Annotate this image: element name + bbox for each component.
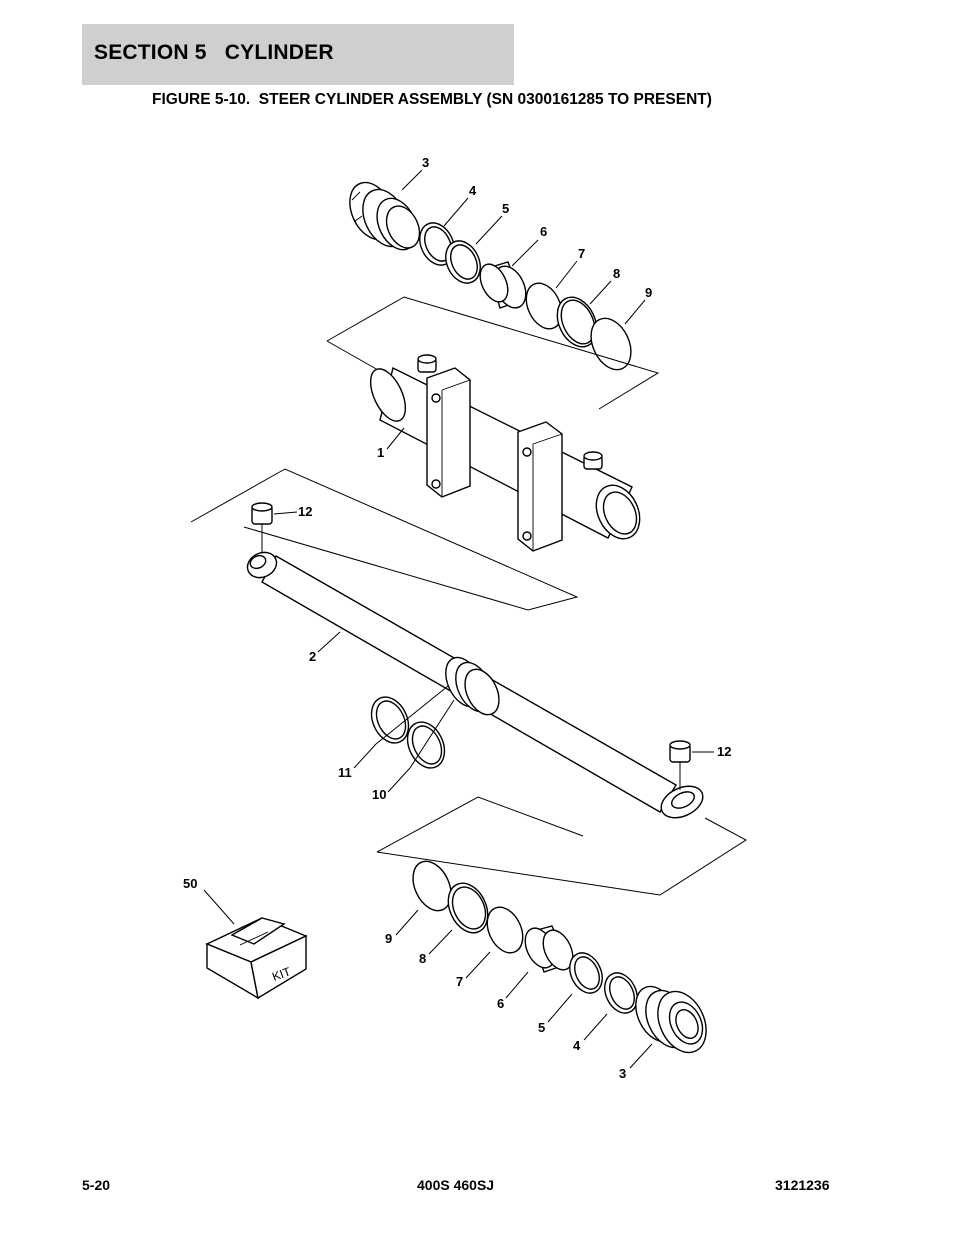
- top-ring-7: [525, 282, 563, 330]
- callout-8-top: 8: [613, 266, 620, 281]
- callout-5-top: 5: [502, 201, 509, 216]
- callout-9-bottom: 9: [385, 931, 392, 946]
- top-ring-8: [556, 296, 598, 348]
- callout-4-top: 4: [469, 183, 477, 198]
- bottom-ring-9: [412, 860, 452, 912]
- kit-label: KIT: [270, 964, 293, 984]
- piston-rod: [246, 551, 704, 819]
- callout-6-top: 6: [540, 224, 547, 239]
- callout-11: 11: [338, 765, 352, 780]
- callout-12-lower: 12: [717, 744, 731, 759]
- section-title: SECTION 5 CYLINDER: [94, 41, 334, 64]
- bottom-bushing-6: [524, 925, 574, 973]
- barrel-plane-lower: [326, 340, 379, 371]
- callout-7-bottom: 7: [456, 974, 463, 989]
- bottom-gland-nut: [635, 985, 707, 1054]
- bottom-ring-4: [604, 972, 638, 1014]
- callout-10: 10: [372, 787, 386, 802]
- piston-ring-10: [406, 721, 446, 769]
- callout-9-top: 9: [645, 285, 652, 300]
- barrel-plane: [326, 296, 660, 410]
- footer-page-number: 5-20: [82, 1177, 111, 1193]
- bushing-12-lower: [669, 740, 691, 763]
- top-gland-group: [349, 181, 632, 371]
- callout-1: 1: [377, 445, 384, 460]
- callout-6-bottom: 6: [497, 996, 504, 1011]
- cylinder-barrel: [369, 354, 641, 552]
- top-ring-5: [445, 240, 481, 284]
- callout-3-top: 3: [422, 155, 429, 170]
- footer-model: 400S 460SJ: [417, 1177, 495, 1193]
- leader-lines: [203, 169, 714, 1069]
- bushing-12-upper: [251, 502, 273, 525]
- callout-7-top: 7: [578, 246, 585, 261]
- kit-box: KIT: [205, 917, 308, 1000]
- callout-50: 50: [183, 876, 197, 891]
- bottom-ring-8: [447, 882, 489, 934]
- section-header-box: [82, 24, 514, 85]
- callout-8-bottom: 8: [419, 951, 426, 966]
- callout-4-bottom: 4: [573, 1038, 581, 1053]
- figure-title: FIGURE 5-10. STEER CYLINDER ASSEMBLY (SN…: [152, 91, 712, 108]
- callout-5-bottom: 5: [538, 1020, 545, 1035]
- piston-ring-11: [370, 696, 410, 744]
- bottom-ring-5: [569, 952, 603, 994]
- callout-3-bottom: 3: [619, 1066, 626, 1081]
- callout-12-upper: 12: [298, 504, 312, 519]
- bottom-ring-7: [486, 906, 524, 954]
- callout-2: 2: [309, 649, 316, 664]
- rod-plane: [190, 468, 579, 611]
- top-gland-nut: [349, 181, 421, 251]
- top-bushing-6: [479, 261, 527, 309]
- top-ring-9: [590, 317, 632, 371]
- lower-plane: [376, 796, 747, 896]
- footer-manual-number: 3121236: [775, 1177, 830, 1193]
